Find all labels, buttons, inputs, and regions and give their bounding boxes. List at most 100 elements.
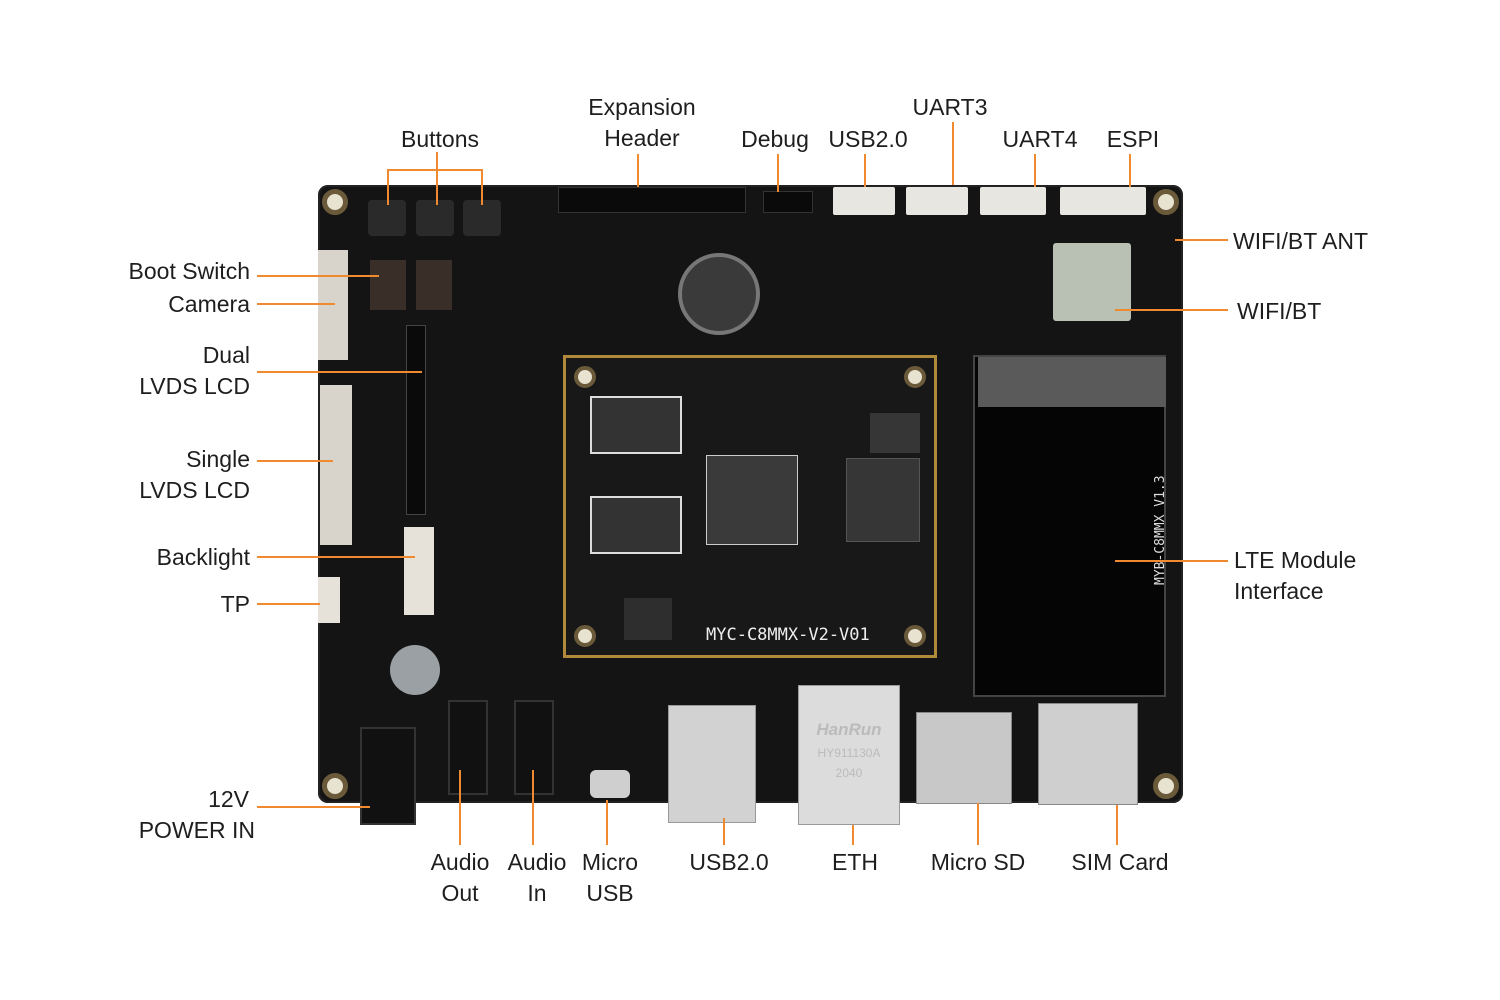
label-line: Out (441, 880, 479, 906)
label-buttons: Buttons (401, 126, 479, 152)
label-usb-bottom: USB2.0 (689, 849, 769, 875)
label-line: LVDS LCD (139, 477, 250, 503)
capacitor (390, 645, 440, 695)
leader-line (257, 371, 422, 373)
label-espi: ESPI (1106, 126, 1160, 152)
carrier-board: MYB-C8MMX V1.3 HanRun HY911130A 2040 (318, 185, 1183, 825)
leader-line (777, 154, 779, 192)
leader-line (436, 169, 438, 205)
label-line: Header (604, 125, 680, 151)
label-single-lvds: Single LVDS LCD (139, 444, 250, 506)
leader-line (387, 169, 389, 205)
coin-cell-holder (678, 253, 760, 335)
leader-line (1034, 154, 1036, 187)
tp-connector (318, 577, 340, 623)
leader-line (1115, 309, 1228, 311)
label-line: Expansion (588, 94, 696, 120)
leader-line (257, 556, 415, 558)
boot-switch (370, 260, 406, 310)
label-line: Interface (1234, 578, 1324, 604)
label-tp: TP (220, 591, 250, 617)
module-hole (904, 625, 926, 647)
label-line: Audio (507, 849, 567, 875)
leader-line (436, 152, 438, 170)
label-debug: Debug (741, 126, 809, 152)
leader-line (1129, 154, 1131, 187)
leader-line (257, 603, 320, 605)
module-silk-label: MYC-C8MMX-V2-V01 (706, 625, 870, 645)
leader-line (481, 169, 483, 205)
button-k2 (416, 200, 454, 236)
label-power: 12V POWER IN (139, 784, 255, 846)
single-lvds-connector (320, 385, 352, 545)
expansion-header (558, 187, 746, 213)
camera-connector (318, 250, 348, 360)
label-line: Dual (202, 342, 250, 368)
uart4-connector (980, 187, 1046, 215)
label-camera: Camera (168, 291, 250, 317)
label-line: LVDS LCD (139, 373, 250, 399)
label-audio-in: Audio In (508, 847, 567, 909)
label-lte: LTE Module Interface (1234, 545, 1356, 607)
som-module: MYC-C8MMX-V2-V01 (563, 355, 937, 658)
pmic-chip (624, 598, 672, 640)
boot-switch (416, 260, 452, 310)
module-hole (574, 366, 596, 388)
eth-code: 2040 (835, 766, 863, 780)
ddr-chip (590, 396, 682, 454)
label-micro-sd: Micro SD (930, 849, 1026, 875)
minipcie-connector (978, 357, 1166, 407)
leader-line (1115, 560, 1228, 562)
leader-line (459, 770, 461, 845)
label-boot-switch: Boot Switch (128, 258, 250, 284)
mount-hole (322, 189, 348, 215)
sim-card-slot (1038, 703, 1138, 805)
label-usb-top: USB2.0 (828, 126, 908, 152)
usb-a-connector (668, 705, 756, 823)
label-line: In (527, 880, 547, 906)
micro-usb-connector (590, 770, 630, 798)
dual-lvds-header (406, 325, 426, 515)
power-jack (360, 727, 416, 825)
mount-hole (322, 773, 348, 799)
label-backlight: Backlight (156, 544, 250, 570)
leader-line (977, 803, 979, 845)
label-audio-out: Audio Out (431, 847, 490, 909)
leader-line (864, 154, 866, 187)
backlight-connector (404, 527, 434, 615)
usb-connector (833, 187, 895, 215)
leader-line (852, 825, 854, 845)
ethernet-jack: HanRun HY911130A 2040 (798, 685, 900, 825)
leader-line (1116, 805, 1118, 845)
label-line: LTE Module (1234, 547, 1357, 573)
label-uart3: UART3 (912, 94, 988, 120)
label-line: Micro (581, 849, 639, 875)
leader-line (637, 154, 639, 187)
leader-line (952, 122, 954, 185)
label-uart4: UART4 (1002, 126, 1078, 152)
mount-hole (1153, 773, 1179, 799)
label-line: POWER IN (138, 817, 255, 843)
wifi-bt-module (1053, 243, 1131, 321)
espi-connector (1060, 187, 1146, 215)
label-wifi-bt: WIFI/BT (1237, 298, 1322, 324)
label-sim-card: SIM Card (1071, 849, 1169, 875)
label-wifi-bt-ant: WIFI/BT ANT (1233, 228, 1369, 254)
label-line: 12V (208, 786, 249, 812)
label-expansion-header: Expansion Header (588, 92, 695, 154)
label-line: USB (586, 880, 634, 906)
button-k3 (368, 200, 406, 236)
leader-line (387, 169, 483, 171)
module-hole (574, 625, 596, 647)
eth-brand: HanRun (816, 720, 882, 739)
mount-hole (1153, 189, 1179, 215)
leader-line (257, 275, 379, 277)
leader-line (532, 770, 534, 845)
lte-module-slot (973, 355, 1166, 697)
emmc-chip (846, 458, 920, 542)
leader-line (1175, 239, 1228, 241)
audio-out-jack (448, 700, 488, 795)
micro-sd-slot (916, 712, 1012, 804)
label-line: Single (186, 446, 250, 472)
